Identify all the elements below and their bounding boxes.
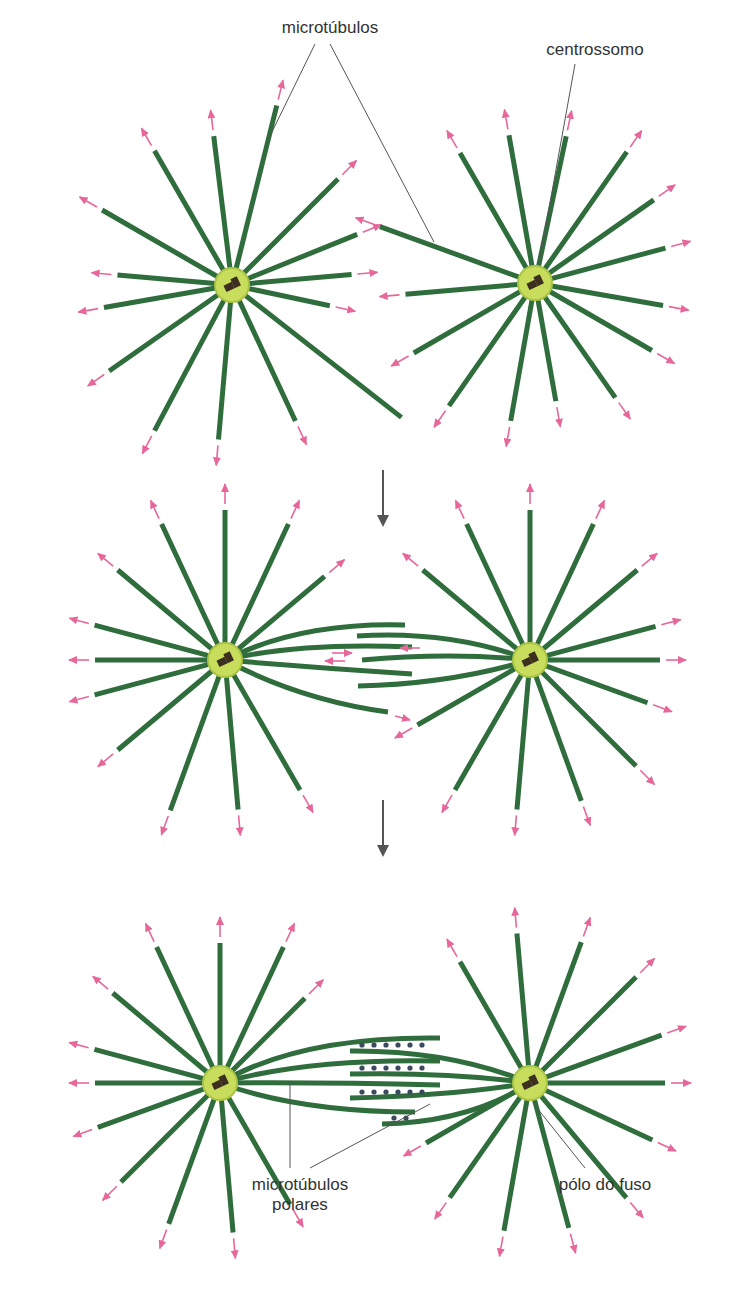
aster bbox=[69, 484, 345, 835]
part-label: centrossomo bbox=[546, 40, 643, 60]
motor-proteins bbox=[359, 1042, 424, 1120]
overlapping-microtubules bbox=[225, 625, 530, 720]
step-arrow bbox=[382, 800, 384, 855]
part-label: microtúbulos bbox=[282, 18, 378, 38]
aster bbox=[395, 484, 686, 835]
part-label: microtúbulos polares bbox=[230, 1175, 370, 1215]
aster bbox=[356, 110, 691, 447]
aster bbox=[78, 80, 401, 465]
aster bbox=[404, 908, 691, 1257]
leader-lines bbox=[270, 44, 585, 1168]
step-arrow bbox=[382, 470, 384, 525]
part-label: pólo do fuso bbox=[559, 1175, 652, 1195]
